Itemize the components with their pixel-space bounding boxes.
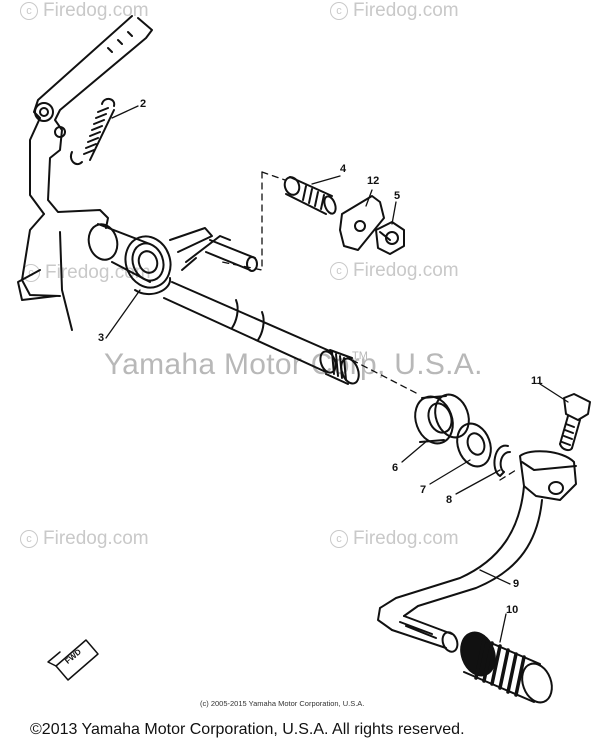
small-copyright: (c) 2005-2015 Yamaha Motor Corporation, … bbox=[200, 699, 365, 708]
shaft-spring bbox=[87, 223, 231, 296]
leader-lines bbox=[105, 105, 569, 643]
return-spring bbox=[70, 98, 116, 166]
clamp-bolt bbox=[559, 393, 591, 452]
oil-seal bbox=[414, 393, 470, 445]
callout-11: 11 bbox=[531, 375, 543, 387]
watermark-text: Firedog.com bbox=[45, 262, 151, 283]
watermark-top-right: c Firedog.com bbox=[330, 0, 459, 22]
pedal-rubber bbox=[460, 631, 553, 704]
watermark-text: Firedog.com bbox=[43, 0, 149, 21]
pivot-bolt bbox=[283, 176, 337, 215]
watermark-text: Firedog.com bbox=[353, 528, 459, 549]
shift-pedal bbox=[377, 450, 577, 653]
footer-copyright: ©2013 Yamaha Motor Corporation, U.S.A. A… bbox=[30, 721, 465, 738]
copyright-icon: c bbox=[330, 530, 348, 548]
shaft-pin bbox=[205, 239, 256, 271]
callout-6: 6 bbox=[392, 462, 399, 474]
watermark-top-left: c Firedog.com bbox=[20, 0, 149, 22]
watermark-text: Firedog.com bbox=[353, 0, 459, 21]
hex-nut bbox=[375, 221, 405, 255]
shift-arm bbox=[17, 15, 153, 331]
washer bbox=[456, 422, 492, 468]
callout-5: 5 bbox=[394, 190, 401, 202]
forward-arrow-icon bbox=[47, 639, 99, 681]
circlip bbox=[493, 444, 511, 477]
callout-3: 3 bbox=[98, 332, 105, 344]
watermark-text: Firedog.com bbox=[353, 260, 459, 281]
shift-shaft bbox=[163, 281, 360, 385]
copyright-icon: c bbox=[330, 262, 348, 280]
callout-9: 9 bbox=[513, 578, 520, 590]
callout-10: 10 bbox=[506, 604, 519, 616]
trademark-mark: TM bbox=[352, 350, 368, 362]
watermark-low-left: c Firedog.com bbox=[20, 528, 149, 550]
copyright-icon: c bbox=[330, 2, 348, 20]
callout-7: 7 bbox=[420, 484, 427, 496]
watermark-text: Firedog.com bbox=[43, 528, 149, 549]
callout-4: 4 bbox=[340, 163, 347, 175]
copyright-icon: c bbox=[20, 530, 38, 548]
copyright-icon: c bbox=[20, 2, 38, 20]
callout-8: 8 bbox=[446, 494, 453, 506]
yamaha-watermark: Yamaha Motor Corp, U.S.A. bbox=[104, 348, 483, 381]
watermark-mid-right: c Firedog.com bbox=[330, 260, 459, 282]
watermark-low-right: c Firedog.com bbox=[330, 528, 459, 550]
plate-washer bbox=[339, 195, 385, 251]
shaft-pin-end bbox=[246, 256, 258, 272]
callout-12: 12 bbox=[367, 175, 380, 187]
callout-2: 2 bbox=[140, 98, 147, 110]
